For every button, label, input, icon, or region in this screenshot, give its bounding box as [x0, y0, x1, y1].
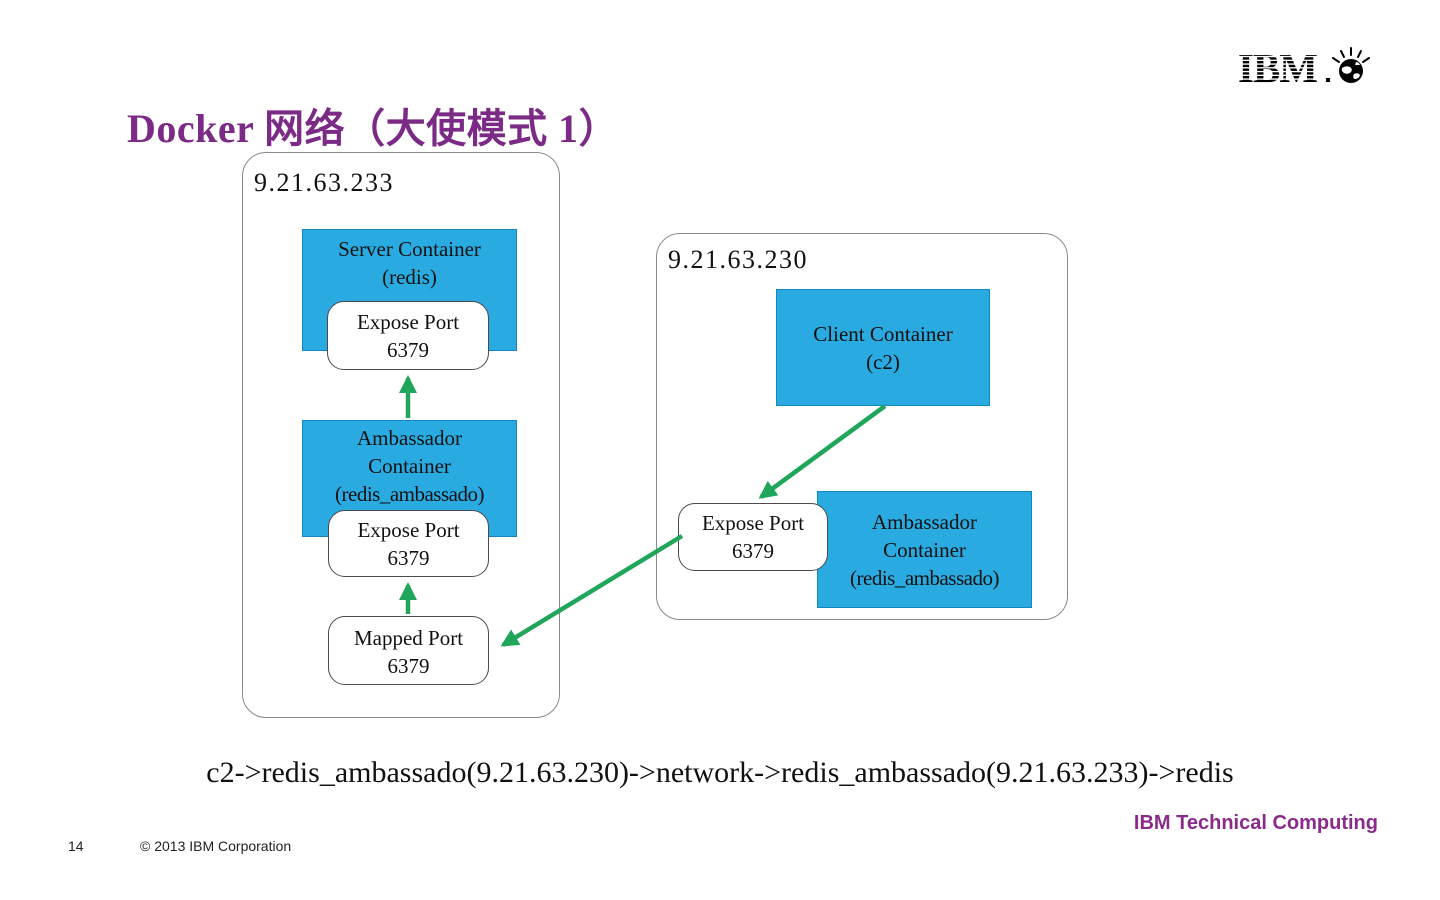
copyright-text: © 2013 IBM Corporation	[140, 838, 292, 854]
mapped-port-number: 6379	[387, 654, 430, 678]
smarter-planet-globe-icon	[1332, 47, 1370, 83]
page-number: 14	[68, 838, 84, 854]
ambassador-name: Ambassador	[357, 426, 462, 450]
ambassador-id: (redis_ambassado)	[850, 565, 999, 590]
host-ip-label: 9.21.63.233	[254, 168, 394, 197]
flow-path-text: c2->redis_ambassado(9.21.63.230)->networ…	[206, 756, 1234, 789]
ambassador-id: (redis_ambassado)	[335, 482, 484, 506]
slide-title: Docker 网络（大使模式 1）	[127, 106, 620, 151]
footer-brand: IBM Technical Computing	[1133, 812, 1378, 834]
ambassador-name: Ambassador	[872, 509, 977, 534]
ambassador-container-box-right: Ambassador Container (redis_ambassado)	[817, 491, 1032, 608]
expose-port-label: Expose Port	[357, 518, 460, 542]
mapped-port-label: Mapped Port	[353, 626, 464, 650]
client-container-name: Client Container	[813, 321, 953, 346]
ambassador-type: Container	[883, 537, 966, 562]
server-container-id: (redis)	[382, 265, 437, 289]
expose-port-number: 6379	[387, 546, 430, 570]
client-container-id: (c2)	[866, 349, 900, 374]
expose-port-box-ambassador-left: Expose Port 6379	[328, 510, 489, 577]
ibm-logo-period	[1326, 78, 1330, 82]
ibm-logo-text: IBM	[1238, 45, 1317, 88]
expose-port-label: Expose Port	[701, 511, 805, 535]
ambassador-type: Container	[368, 454, 451, 478]
client-container-box: Client Container (c2)	[776, 289, 990, 406]
host-ip-label: 9.21.63.230	[668, 245, 808, 274]
expose-port-number: 6379	[387, 338, 429, 362]
expose-port-number: 6379	[732, 539, 774, 563]
server-container-name: Server Container	[338, 237, 481, 261]
expose-port-box-server: Expose Port 6379	[327, 301, 489, 370]
mapped-port-box: Mapped Port 6379	[328, 616, 489, 685]
ibm-logo: IBM	[1238, 45, 1370, 88]
expose-port-label: Expose Port	[356, 310, 460, 334]
expose-port-box-ambassador-right: Expose Port 6379	[678, 503, 828, 571]
